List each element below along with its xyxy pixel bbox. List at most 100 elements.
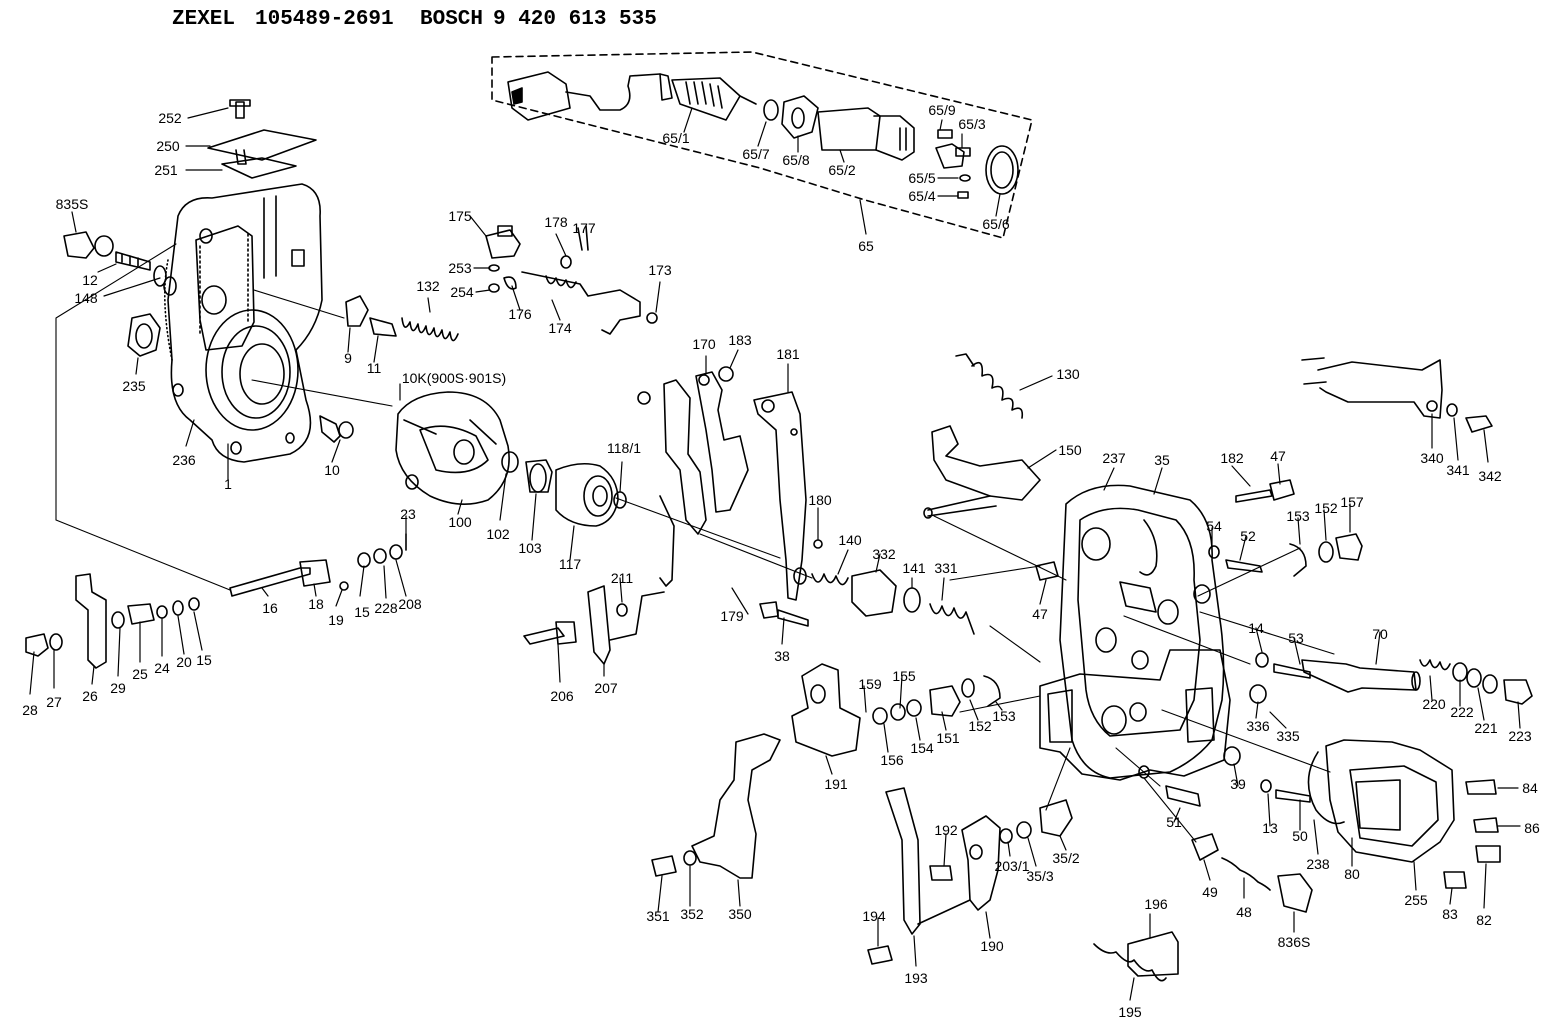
part-callout-102: 102 (486, 526, 510, 542)
screw-10 (319, 415, 354, 443)
part-callout-65-6: 65/6 (982, 216, 1010, 232)
part-callout-35-2: 35/2 (1052, 850, 1080, 866)
part-callout-170: 170 (692, 336, 716, 352)
part-callout-182: 182 (1220, 450, 1244, 466)
part-callout-220: 220 (1422, 696, 1446, 712)
part-callout-177: 177 (572, 220, 596, 236)
part-callout-53: 53 (1288, 630, 1304, 646)
fitting-157 (1289, 533, 1363, 577)
part-callout-179: 179 (720, 608, 744, 624)
part-callout-152a: 152 (1314, 500, 1338, 516)
maker-bosch: BOSCH (420, 8, 484, 31)
housing-fastener-12-835s (63, 231, 177, 296)
part-callout-140: 140 (838, 532, 862, 548)
part-callout-351: 351 (646, 908, 670, 924)
part-callout-157: 157 (1340, 494, 1364, 510)
part-callout-65-5: 65/5 (908, 170, 936, 186)
sleeve-196-and-spring-195 (1093, 931, 1179, 982)
part-callout-835s: 835S (55, 196, 89, 212)
part-callout-65-9: 65/9 (928, 102, 956, 118)
part-callout-223: 223 (1508, 728, 1532, 744)
part-callout-235: 235 (122, 378, 146, 394)
part-callout-203-1: 203/1 (994, 858, 1030, 874)
pump-lower-block (1039, 649, 1231, 781)
maker-zexel: ZEXEL (172, 8, 236, 31)
part-callout-50: 50 (1292, 828, 1308, 844)
part-callout-11: 11 (366, 360, 382, 376)
bracket-191-and-washers (791, 663, 1001, 757)
bracket-9-and-spring-132 (345, 295, 459, 342)
part-callout-155: 155 (892, 668, 916, 684)
lever-assembly-173-178 (485, 225, 658, 335)
part-callout-207: 207 (594, 680, 618, 696)
part-callout-130: 130 (1056, 366, 1080, 382)
part-callout-27: 27 (46, 694, 62, 710)
part-callout-150: 150 (1058, 442, 1082, 458)
part-callout-25: 25 (132, 666, 148, 682)
part-callout-80: 80 (1344, 866, 1360, 882)
part-callout-236: 236 (172, 452, 196, 468)
fasteners-82-86 (1443, 779, 1501, 889)
part-callout-65-3: 65/3 (958, 116, 986, 132)
alignment-lines (55, 243, 1335, 843)
fittings-47-182 (1035, 479, 1295, 581)
part-callout-65-1: 65/1 (662, 130, 690, 146)
part-callout-238: 238 (1306, 856, 1330, 872)
part-callout-118-1: 118/1 (607, 440, 641, 456)
part-callout-18: 18 (308, 596, 324, 612)
part-callout-153a: 153 (1286, 508, 1310, 524)
part-callout-221: 221 (1474, 720, 1498, 736)
part-callout-228: 228 (374, 600, 398, 616)
plunger-70 (1301, 659, 1421, 693)
part-callout-183: 183 (728, 332, 752, 348)
part-callout-174: 174 (548, 320, 572, 336)
part-callout-332: 332 (872, 546, 896, 562)
sensor-body-65-2 (817, 107, 915, 161)
part-callout-19: 19 (328, 612, 344, 628)
sensor-connector-65-1 (507, 71, 757, 121)
part-callout-38: 38 (774, 648, 790, 664)
part-callout-65-4: 65/4 (908, 188, 936, 204)
part-callout-193: 193 (904, 970, 928, 986)
bracket-26-and-fasteners (25, 573, 200, 669)
drum-parts-102-103-117 (501, 451, 627, 527)
part-callout-208: 208 (398, 596, 422, 612)
part-callout-65-2: 65/2 (828, 162, 856, 178)
part-callout-250: 250 (156, 138, 180, 154)
part-callout-65-7: 65/7 (742, 146, 770, 162)
part-callout-103: 103 (518, 540, 542, 556)
part-callout-190: 190 (980, 938, 1004, 954)
pump-body-35 (1059, 484, 1225, 779)
part-callout-180: 180 (808, 492, 832, 508)
flyweight-carrier-100 (395, 391, 510, 505)
gear-235 (127, 313, 161, 357)
part-callout-342: 342 (1478, 468, 1502, 484)
part-callout-29: 29 (110, 680, 126, 696)
bracket-350 (651, 733, 781, 879)
part-callout-117: 117 (558, 556, 582, 572)
zexel-part-number: 105489-2691 (255, 8, 394, 31)
part-callout-14: 14 (1248, 620, 1264, 636)
part-callout-252: 252 (158, 110, 182, 126)
part-callout-23: 23 (400, 506, 416, 522)
part-callout-1: 1 (224, 476, 232, 492)
part-callout-83: 83 (1442, 906, 1458, 922)
part-callout-192: 192 (934, 822, 958, 838)
leader-lines (29, 107, 1521, 1001)
part-callout-352: 352 (680, 906, 704, 922)
part-callout-335: 335 (1276, 728, 1300, 744)
part-callout-28: 28 (22, 702, 38, 718)
part-callout-340: 340 (1420, 450, 1444, 466)
bracket-207-and-shaft-206 (523, 585, 665, 665)
part-callout-159: 159 (858, 676, 882, 692)
part-callout-178: 178 (544, 214, 568, 230)
part-callout-47a: 47 (1270, 448, 1286, 464)
part-callout-54: 54 (1206, 518, 1222, 534)
part-callout-84: 84 (1522, 780, 1538, 796)
part-callout-52: 52 (1240, 528, 1256, 544)
part-callout-222: 222 (1450, 704, 1474, 720)
part-callout-20: 20 (176, 654, 192, 670)
part-callout-153b: 153 (992, 708, 1016, 724)
bracket-340 (1301, 357, 1493, 433)
part-callout-206: 206 (550, 688, 574, 704)
